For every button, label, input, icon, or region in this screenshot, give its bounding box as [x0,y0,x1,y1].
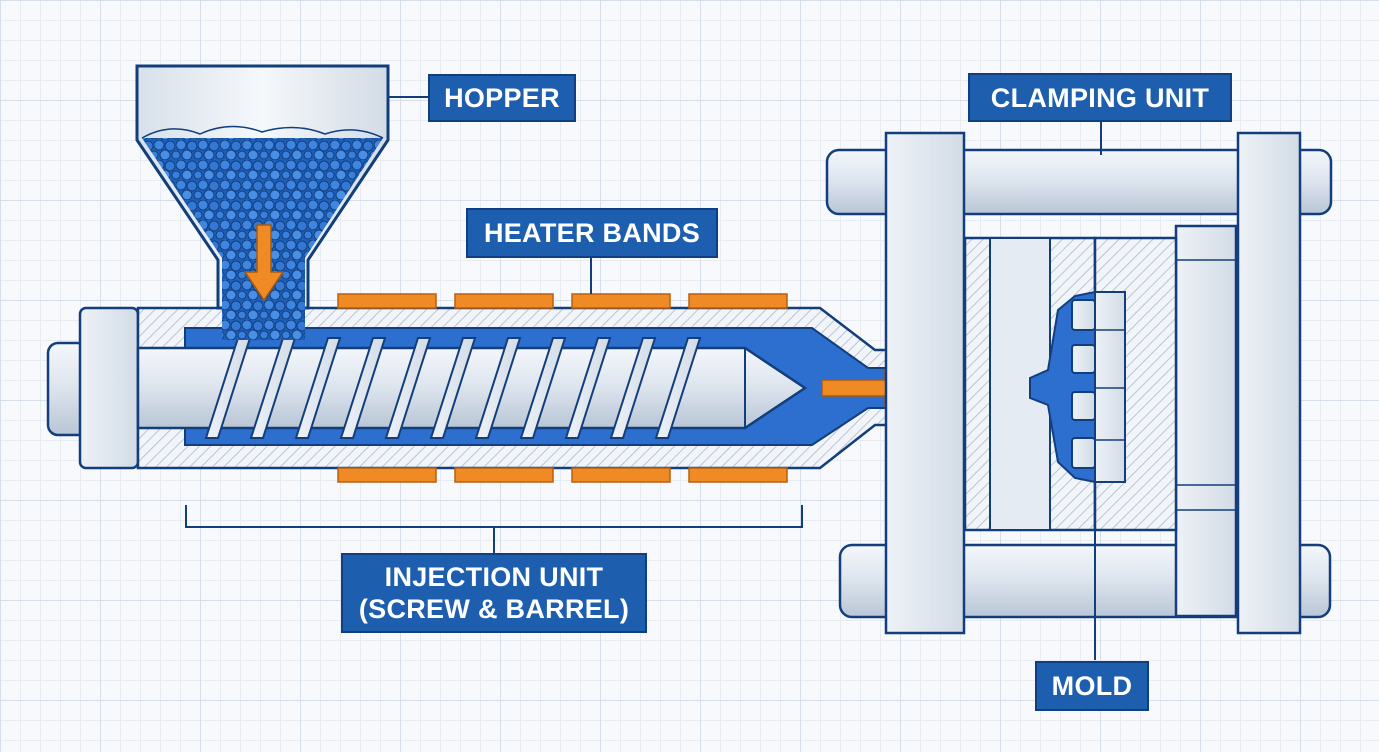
heater-band-top-1 [337,293,437,309]
heater-band-bottom-1 [337,467,437,483]
injection-unit [46,293,1047,483]
mold-label: MOLD [1035,661,1149,711]
clamping-unit-label-text: CLAMPING UNIT [990,82,1210,113]
rear-platen [1236,131,1302,635]
injection-unit-label-line2: (SCREW & BARREL) [358,594,630,624]
clamping-unit [825,131,1333,635]
feed-arrow [243,224,285,302]
heater-bands [337,293,788,483]
heater-band-bottom-3 [571,467,671,483]
screw-flights [204,337,702,439]
heater-band-bottom-4 [688,467,788,483]
injection-unit-label: INJECTION UNIT (SCREW & BARREL) [341,553,647,633]
injection-unit-bracket [185,505,803,553]
heater-band-top-3 [571,293,671,309]
clamping-unit-label: CLAMPING UNIT [968,73,1232,122]
mold-label-text: MOLD [1051,671,1133,701]
stationary-platen [884,131,966,635]
moving-platen [1174,224,1238,618]
heater-bands-label: HEATER BANDS [466,208,718,258]
injection-unit-label-line1: INJECTION UNIT [384,562,604,592]
hopper-label-text: HOPPER [444,83,560,113]
heater-bands-label-text: HEATER BANDS [483,218,701,248]
hopper [135,64,390,340]
heater-band-top-4 [688,293,788,309]
leader-lines [185,96,1102,660]
heater-band-bottom-2 [454,467,554,483]
screw-drive-housing [78,306,140,470]
hopper-label: HOPPER [428,74,576,122]
heater-band-top-2 [454,293,554,309]
